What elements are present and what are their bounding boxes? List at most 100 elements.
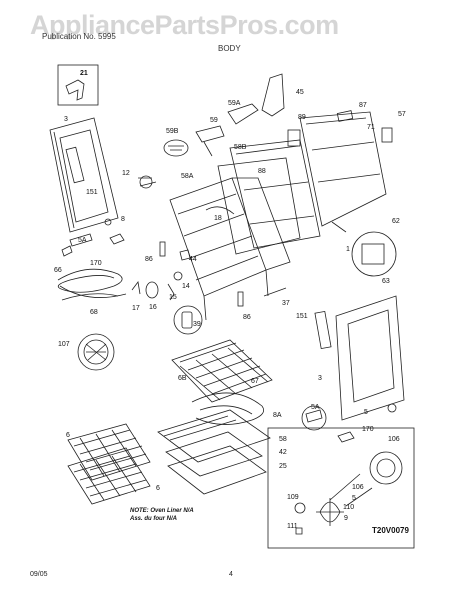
label-5a-right: 5A (311, 404, 320, 411)
label-3-right: 3 (318, 375, 322, 382)
footer-page-number: 4 (229, 571, 233, 578)
label-107: 107 (58, 341, 70, 348)
label-63: 63 (382, 278, 390, 285)
label-71: 71 (367, 124, 375, 131)
left-door-handle (65, 146, 85, 184)
label-39: 39 (193, 321, 201, 328)
watermark: AppliancePartsPros.com (30, 10, 339, 40)
oven-rack-6-upper (67, 423, 151, 481)
insulation-58b (217, 157, 301, 255)
label-62: 62 (392, 218, 400, 225)
part-17 (131, 281, 141, 295)
part-86-left (159, 241, 166, 257)
label-8-left: 8 (121, 216, 125, 223)
part-14 (173, 271, 183, 281)
label-17: 17 (132, 305, 140, 312)
part-59 (195, 125, 225, 157)
label-66: 66 (54, 267, 62, 274)
left-door-window (59, 129, 109, 223)
convection-fan-box (267, 427, 415, 549)
part-15 (167, 283, 175, 301)
label-5-fan: 5 (352, 495, 356, 502)
oven-liner-note: NOTE: Oven Liner N/A Ass. du four N/A (130, 507, 194, 523)
label-58a: 58A (181, 173, 194, 180)
label-88: 88 (258, 168, 266, 175)
label-6-lower: 6 (156, 485, 160, 492)
oven-body-side (232, 177, 291, 271)
part-42-plate (165, 431, 263, 477)
control-box-62 (361, 243, 385, 265)
label-14: 14 (182, 283, 190, 290)
label-59a: 59A (228, 100, 241, 107)
label-151-left: 151 (86, 189, 98, 196)
label-68: 68 (90, 309, 98, 316)
part-37 (263, 287, 287, 297)
convection-fan-blade (316, 498, 344, 526)
part-86-right (237, 291, 244, 307)
rear-panel (299, 111, 387, 227)
part-21-box (57, 64, 99, 106)
publication-number: Publication No. 5995 (42, 32, 116, 41)
label-110: 110 (343, 504, 355, 511)
oven-rack-6-lower (67, 447, 151, 505)
part-39-callout (173, 305, 203, 335)
label-58b: 58B (234, 144, 247, 151)
part-59a (227, 103, 259, 125)
label-151-right: 151 (296, 313, 308, 320)
label-45: 45 (296, 89, 304, 96)
left-hinge (61, 233, 93, 257)
oven-rack-6b (171, 339, 273, 403)
label-44: 44 (189, 256, 197, 263)
label-170-right: 170 (362, 426, 374, 433)
oven-cavity-back (229, 139, 321, 249)
left-oven-door (49, 117, 119, 233)
label-16: 16 (149, 304, 157, 311)
part-87 (336, 110, 354, 122)
right-door-window (347, 309, 395, 403)
label-59: 59 (210, 117, 218, 124)
label-5-right: 5 (364, 409, 368, 416)
label-25: 25 (279, 463, 287, 470)
label-8a: 8A (273, 412, 282, 419)
diagram-code: T20V0079 (372, 526, 409, 535)
label-67: 67 (251, 378, 259, 385)
label-9: 9 (344, 515, 348, 522)
part-58-plate (157, 409, 271, 463)
label-86-right: 86 (243, 314, 251, 321)
section-title: BODY (218, 44, 241, 53)
label-89: 89 (298, 114, 306, 121)
label-12: 12 (122, 170, 130, 177)
footer-date: 09/05 (30, 571, 48, 578)
label-6b: 6B (178, 375, 187, 382)
note-line-2: Ass. du four N/A (130, 516, 178, 522)
label-37: 37 (282, 300, 290, 307)
part-25-plate (167, 445, 267, 495)
label-57: 57 (398, 111, 406, 118)
screw-5-right (387, 403, 397, 413)
broil-element (191, 392, 265, 425)
top-bracket-45 (261, 73, 285, 117)
convection-fan-cover (77, 333, 115, 371)
part-21-bracket (65, 79, 85, 101)
part-57 (381, 127, 393, 143)
label-15: 15 (169, 294, 177, 301)
wire-18 (205, 206, 235, 215)
label-109: 109 (287, 494, 299, 501)
label-111: 111 (287, 523, 298, 530)
label-106-top: 106 (388, 436, 400, 443)
label-106-mid: 106 (352, 484, 364, 491)
part-16 (145, 281, 159, 299)
label-59b: 59B (166, 128, 179, 135)
label-5a-left: 5A (78, 237, 87, 244)
convection-motor (369, 451, 403, 485)
oven-sensor-12 (138, 177, 157, 187)
label-58: 58 (279, 436, 287, 443)
label-6-upper: 6 (66, 432, 70, 439)
label-21: 21 (80, 70, 88, 77)
label-86-left: 86 (145, 256, 153, 263)
label-3-left: 3 (64, 116, 68, 123)
label-42: 42 (279, 449, 287, 456)
part-89 (287, 129, 301, 147)
bake-element (57, 268, 123, 301)
